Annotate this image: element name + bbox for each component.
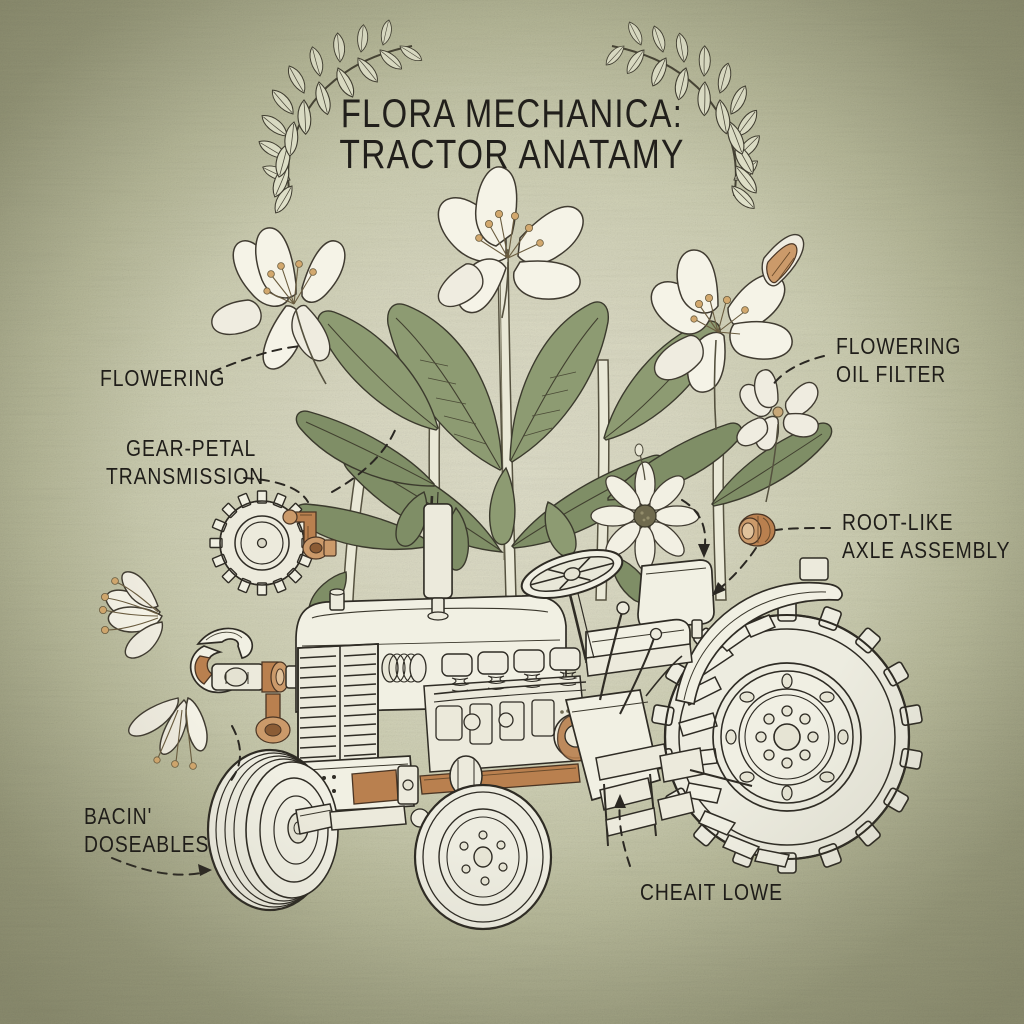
blossom-top-center <box>437 166 584 319</box>
laurel-branch-right <box>601 19 765 214</box>
front-wheel <box>206 748 339 912</box>
label-root-axle-line2: AXLE ASSEMBLY <box>842 537 1011 563</box>
label-root-axle-line1: ROOT-LIKE <box>842 509 954 535</box>
mid-wheel <box>413 783 553 931</box>
label-flowering-oil-line2: OIL FILTER <box>836 361 947 387</box>
blossom-upper-left <box>211 227 346 385</box>
steering-wheel <box>520 549 624 661</box>
daisy-center <box>590 461 700 571</box>
page-title-line1: FLORA MECHANICA: <box>340 92 684 136</box>
label-bacin-line2: DOSEABLES <box>84 831 210 857</box>
cogwheel-gear <box>209 490 337 596</box>
label-flowering-left: FLOWERING <box>100 365 226 391</box>
blossom-upper-right <box>650 233 805 431</box>
label-cheait-lowe: CHEAIT LOWE <box>640 879 783 905</box>
leader-lines <box>111 345 831 876</box>
exhaust-stack <box>423 491 453 621</box>
flower-wrench-hybrid <box>99 571 309 770</box>
rear-lugged-wheel <box>651 600 923 874</box>
page-title-line2: TRACTOR ANATAMY <box>339 131 685 177</box>
label-flowering-oil-line1: FLOWERING <box>836 333 962 359</box>
copper-nut-fitting <box>738 513 776 547</box>
label-gear-petal-line2: TRANSMISSION <box>106 463 265 489</box>
label-bacin-line1: BACIN' <box>84 803 153 829</box>
tractor-illustration <box>206 491 923 931</box>
label-gear-petal-line1: GEAR-PETAL <box>126 435 257 461</box>
botanical-foliage <box>211 166 833 621</box>
blossom-small-right <box>736 369 819 503</box>
laurel-branch-left <box>256 18 425 216</box>
